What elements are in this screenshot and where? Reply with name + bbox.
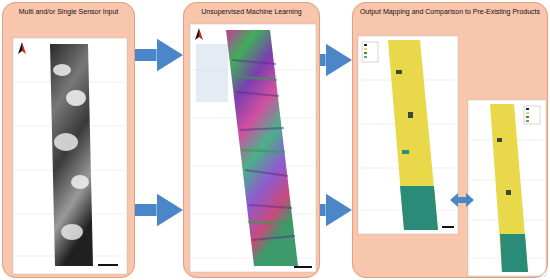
map-legend [362, 42, 378, 62]
north-arrow [195, 28, 199, 40]
panel-fill [183, 2, 320, 278]
cluster-strip [226, 30, 298, 266]
class-patch [497, 138, 502, 142]
map-frame [190, 24, 316, 272]
cloud [53, 64, 71, 76]
north-arrow [22, 42, 26, 54]
legend-sample [526, 112, 529, 114]
cloud [66, 90, 86, 106]
map-legend [524, 106, 540, 124]
map-frame [13, 38, 127, 274]
flow-arrow [320, 54, 326, 66]
cloud [61, 224, 83, 240]
class-patch [408, 112, 413, 118]
legend-sample [526, 108, 529, 110]
cluster-band [232, 60, 295, 240]
panel-fill [352, 2, 548, 278]
cluster-band [234, 76, 293, 224]
legend-sample [364, 44, 367, 46]
north-arrow [199, 28, 203, 40]
ghost-map [196, 44, 228, 102]
class-strip [490, 104, 528, 272]
legend-sample [526, 120, 529, 122]
cloud [71, 175, 89, 189]
panel-box: Output Mapping and Comparison to Pre-Exi… [352, 2, 548, 278]
output-map [358, 36, 458, 234]
scale-bar [294, 266, 312, 268]
legend-sample [364, 56, 367, 58]
panel-title: Unsupervised Machine Learning [184, 3, 319, 16]
scale-bar [442, 226, 454, 228]
legend-sample [364, 52, 367, 54]
panel-title: Output Mapping and Comparison to Pre-Exi… [353, 3, 547, 16]
map-frame [358, 36, 458, 234]
panel-box: Multi and/or Single Sensor Input [2, 2, 135, 278]
class-patch [506, 190, 511, 195]
class-patch [402, 150, 409, 154]
flow-arrow [135, 49, 157, 61]
panel-title: Multi and/or Single Sensor Input [3, 3, 134, 16]
sensor-image [13, 38, 127, 274]
flow-arrow [320, 204, 326, 216]
panel-fill [2, 2, 135, 278]
map-frame [468, 100, 546, 276]
cloud [54, 133, 78, 151]
class-patch [396, 70, 402, 74]
cluster-image [190, 24, 316, 272]
north-arrow [18, 42, 22, 54]
flow-arrow [135, 204, 157, 216]
class-area [400, 186, 438, 230]
legend-sample [526, 116, 529, 118]
legend-sample [364, 48, 367, 50]
double-arrow [450, 193, 474, 207]
class-area [500, 234, 528, 272]
comparison-map [468, 100, 546, 276]
panel-box: Unsupervised Machine Learning [183, 2, 320, 278]
scale-bar [98, 264, 118, 266]
satellite-strip [50, 44, 93, 266]
class-strip [388, 40, 438, 230]
